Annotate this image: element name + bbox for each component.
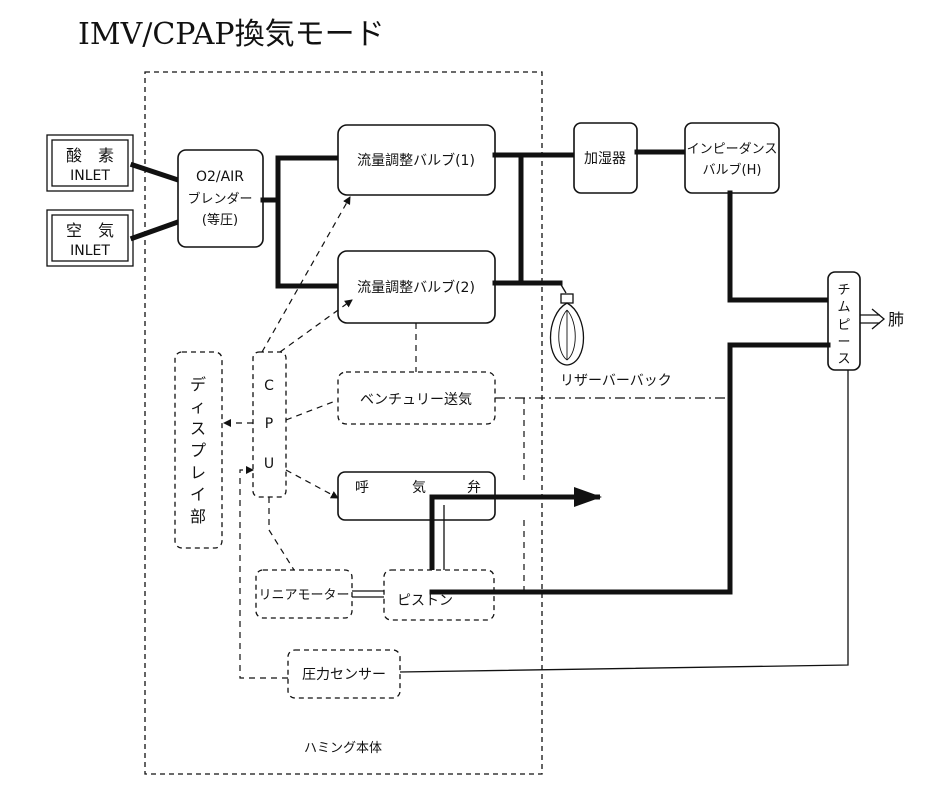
valve1-label: 流量調整バルブ(1) [357,152,475,169]
cpu-char-c: C [264,378,274,394]
air-inlet: 空 気 INLET [46,209,134,267]
impedance-line1: インピーダンス [687,142,778,157]
linear-motor [255,569,353,619]
lung-label: 肺 [888,310,904,329]
reservoir-bag-neck [560,293,574,304]
main-body-enclosure [144,71,543,775]
chimpiece-char-3: ピ [837,318,850,333]
valve2-label: 流量調整バルブ(2) [357,279,475,296]
flow-control-valve-1 [337,124,496,196]
exhale-char-1: 呼 [355,480,369,496]
impedance-valve-h [684,122,780,194]
cpu-char-u: U [264,456,274,472]
oxygen-inlet-sub: INLET [70,168,110,184]
blender-line1: O2/AIR [196,169,244,185]
blender-line3: (等圧) [202,212,238,228]
blender-line2: ブレンダー [187,191,252,207]
display-char-6: イ [190,485,206,504]
impedance-line2: バルブ(H) [703,162,762,178]
display-char-3: ス [190,419,206,438]
exhale-char-2: 気 [412,480,426,496]
piston-label: ピストン [397,593,453,609]
oxygen-inlet-name: 酸 素 [66,146,114,165]
humidifier-label: 加湿器 [584,151,626,167]
display-char-1: デ [190,375,206,394]
pressure-sensor-label: 圧力センサー [302,667,386,683]
oxygen-inlet: 酸 素 INLET [46,134,134,192]
display-char-4: プ [190,441,206,460]
chimpiece [827,271,861,371]
humidifier [573,122,638,194]
display-char-5: レ [190,463,206,482]
reservoir-bag-label: リザーバーバック [560,373,672,389]
main-body-label: ハミング本体 [304,741,382,756]
pressure-sensor [287,649,401,699]
venturi-label: ベンチュリー送気 [360,392,472,408]
display-unit [174,351,223,549]
diagram-title: IMV/CPAP換気モード [78,17,385,52]
display-char-2: ィ [190,397,206,416]
air-inlet-name: 空 気 [66,221,114,240]
chimpiece-char-5: ス [837,352,850,367]
exhale-char-3: 弁 [467,480,481,496]
cpu-char-p: P [265,416,273,432]
air-inlet-sub: INLET [70,243,110,259]
linear-motor-label: リニアモーター [258,588,349,603]
chimpiece-char-4: ー [837,335,850,350]
chimpiece-char-1: チ [837,283,850,298]
display-char-7: 部 [190,507,206,526]
chimpiece-char-2: ム [837,300,850,315]
piston [383,569,495,621]
